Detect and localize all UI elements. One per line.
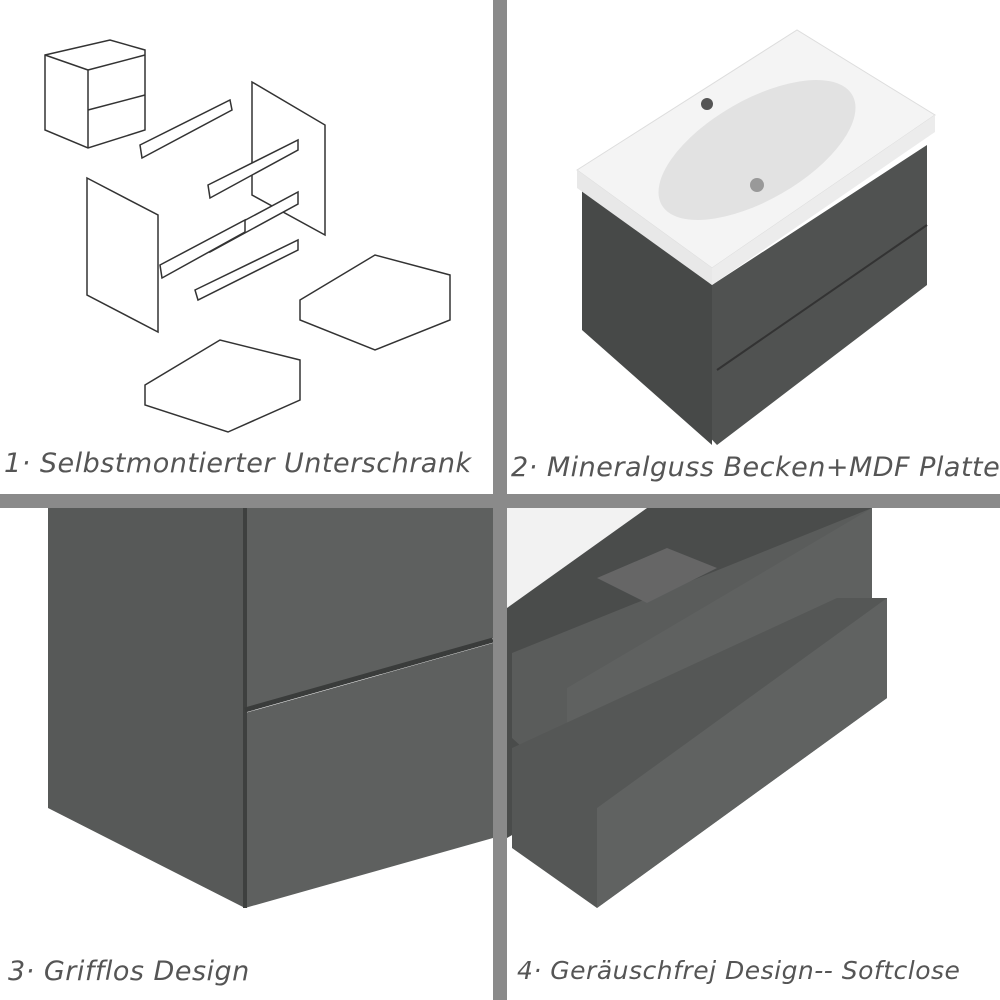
caption-4: 4· Geräuschfrej Design-- Softclose: [517, 956, 961, 985]
panel-assembly: 1· Selbstmontierter Unterschrank: [0, 0, 493, 494]
caption-3: 3· Grifflos Design: [8, 956, 250, 987]
panel-softclose: 4· Geräuschfrej Design-- Softclose: [507, 508, 1000, 1000]
handleless-detail-image: [48, 508, 493, 908]
panel-handleless: 3· Grifflos Design: [0, 508, 493, 1000]
caption-2: 2· Mineralguss Becken+MDF Platte: [511, 452, 1000, 483]
assembly-diagram: [44, 39, 451, 433]
basin-cabinet-image: [576, 29, 936, 445]
softclose-drawer-image: [507, 508, 887, 908]
divider-horizontal: [0, 494, 1000, 508]
caption-1: 1· Selbstmontierter Unterschrank: [4, 448, 472, 479]
panel-basin: 2· Mineralguss Becken+MDF Platte: [507, 0, 1000, 494]
